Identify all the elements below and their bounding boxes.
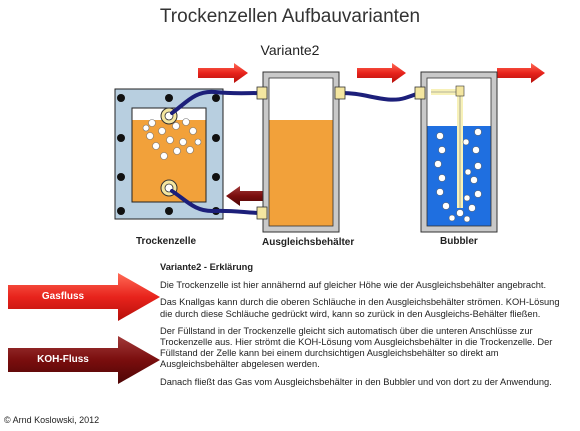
explanation-paragraph: Das Knallgas kann durch die oberen Schlä… bbox=[160, 297, 560, 319]
explanation-heading: Variante2 - Erklärung bbox=[160, 262, 254, 272]
explanation-paragraph: Der Füllstand in der Trockenzelle gleich… bbox=[160, 325, 553, 370]
reservoir-label: Ausgleichsbehälter bbox=[262, 237, 355, 248]
legend-gas-arrow bbox=[8, 273, 160, 321]
reservoir-tank bbox=[256, 71, 346, 233]
gas-hose-reservoir-to-bubbler bbox=[337, 90, 427, 102]
variant-title: Variante2 bbox=[260, 42, 320, 58]
copyright-notice: © Arnd Koslowski, 2012 bbox=[4, 415, 100, 425]
dry-cell-label: Trockenzelle bbox=[136, 236, 197, 247]
gas-flow-arrow-out bbox=[497, 63, 545, 83]
explanation-paragraph: Danach fließt das Gas vom Ausgleichsbehä… bbox=[160, 376, 552, 387]
koh-flow-arrow-return bbox=[226, 186, 266, 206]
legend-gas-label: Gasfluss bbox=[41, 291, 85, 302]
bubbler-label: Bubbler bbox=[440, 236, 478, 247]
gas-flow-arrow-in bbox=[198, 63, 248, 83]
legend-koh-label: KOH-Fluss bbox=[37, 354, 89, 365]
bubbler-tank bbox=[414, 71, 498, 233]
explanation-block: Variante2 - Erklärung Die Trockenzelle i… bbox=[160, 262, 574, 394]
koh-hose-reservoir-to-cell bbox=[170, 189, 264, 215]
explanation-paragraph: Die Trockenzelle ist hier annähernd auf … bbox=[160, 280, 547, 291]
gas-hose-cell-to-reservoir bbox=[170, 89, 264, 115]
diagram-title: Trockenzellen Aufbauvarianten bbox=[159, 6, 421, 27]
dry-cell bbox=[114, 88, 224, 220]
gas-flow-arrow-mid bbox=[357, 63, 406, 83]
legend-koh-arrow bbox=[8, 336, 160, 384]
